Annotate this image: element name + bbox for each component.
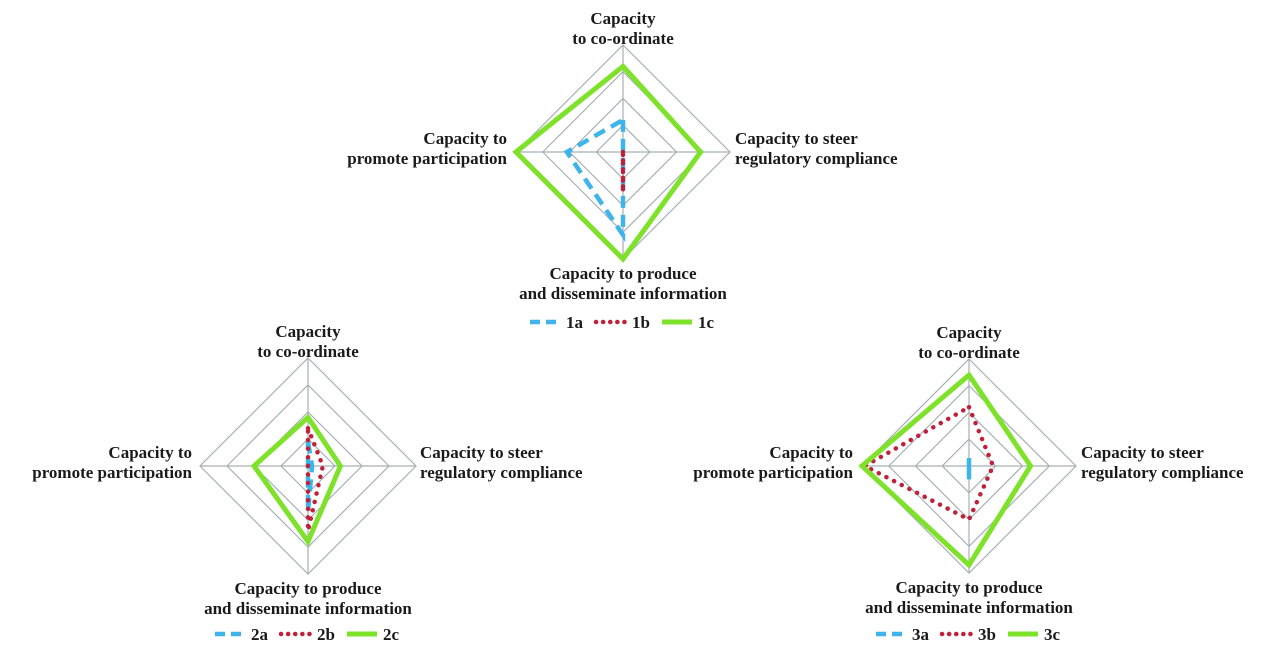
axis-label: Capacity to steer <box>735 129 858 148</box>
series-1c-line <box>512 62 704 263</box>
series-1a-line <box>563 116 626 243</box>
axis-label: Capacity to <box>108 443 192 462</box>
axis-label: to co-ordinate <box>257 342 359 361</box>
axis-label: Capacity <box>936 323 1002 342</box>
axis-label: Capacity to <box>769 443 853 462</box>
legend-label-3b: 3b <box>978 625 996 644</box>
axis-label: Capacity to steer <box>420 443 543 462</box>
series-3c-line <box>858 371 1034 569</box>
legend-label-1a: 1a <box>566 313 584 332</box>
legend-label-1b: 1b <box>632 313 650 332</box>
axis-label: and disseminate information <box>519 284 727 303</box>
legend-label-3a: 3a <box>912 625 930 644</box>
axis-label: Capacity <box>590 9 656 28</box>
axis-label: promote participation <box>347 149 507 168</box>
series-2c-line <box>250 413 344 547</box>
legend-label-2c: 2c <box>383 625 400 644</box>
axis-label: promote participation <box>32 463 192 482</box>
axis-label: to co-ordinate <box>572 29 674 48</box>
axis-label: Capacity to produce <box>895 578 1042 597</box>
series-2b-line <box>305 427 326 532</box>
axis-label: regulatory compliance <box>735 149 898 168</box>
series-3b-line <box>859 403 996 523</box>
axis-label: to co-ordinate <box>918 343 1020 362</box>
legend-label-2a: 2a <box>251 625 269 644</box>
axis-label: promote participation <box>693 463 853 482</box>
axis-label: and disseminate information <box>865 598 1073 617</box>
axis-label: Capacity to steer <box>1081 443 1204 462</box>
axis-label: regulatory compliance <box>1081 463 1244 482</box>
axis-label: regulatory compliance <box>420 463 583 482</box>
axis-label: Capacity to produce <box>234 579 381 598</box>
axis-label: and disseminate information <box>204 599 412 618</box>
axis-label: Capacity to <box>423 129 507 148</box>
axis-label: Capacity <box>275 322 341 341</box>
legend-label-3c: 3c <box>1044 625 1061 644</box>
axis-label: Capacity to produce <box>549 264 696 283</box>
legend-label-1c: 1c <box>698 313 715 332</box>
legend-label-2b: 2b <box>317 625 335 644</box>
